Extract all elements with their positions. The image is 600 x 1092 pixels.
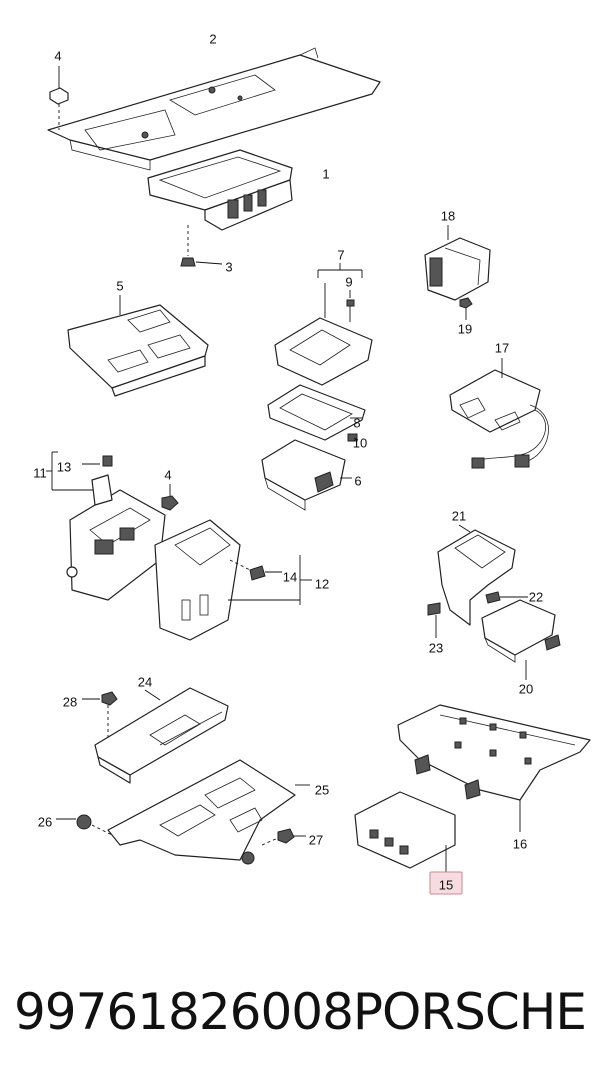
part-17-module-with-harness xyxy=(449,358,549,469)
part-24-control-unit xyxy=(94,687,229,784)
callout-c25: 25 xyxy=(315,782,329,797)
part-20-sensor-unit xyxy=(481,599,561,680)
callout-15-highlight xyxy=(429,871,463,895)
part-18-connector-unit xyxy=(424,225,491,301)
callout-c7: 7 xyxy=(337,247,344,262)
part-23-clip xyxy=(427,602,441,638)
callout-c17: 17 xyxy=(495,340,509,355)
group-7-bracket xyxy=(317,263,363,278)
part-9-screw xyxy=(346,290,355,322)
callout-c9: 9 xyxy=(345,274,352,289)
part-28-nut xyxy=(82,691,118,755)
callout-c1: 1 xyxy=(322,166,329,181)
part-4-nut-top xyxy=(49,66,69,130)
part-13-clip xyxy=(102,455,113,467)
callout-c21: 21 xyxy=(452,508,466,523)
group-11-bracket xyxy=(46,451,100,491)
callout-c5: 5 xyxy=(116,278,123,293)
part-7-cover xyxy=(274,283,373,386)
callout-c20: 20 xyxy=(519,681,533,696)
exploded-parts-diagram: 1234456789101112131415161718192021222324… xyxy=(33,31,591,895)
part-8-gasket xyxy=(267,384,366,441)
part-6-control-unit xyxy=(261,439,352,511)
callout-c14: 14 xyxy=(283,569,297,584)
callout-c16: 16 xyxy=(513,836,527,851)
callout-c24: 24 xyxy=(138,674,152,689)
part-19-nut xyxy=(459,297,473,320)
part-16-mounting-plate xyxy=(397,704,591,832)
callout-c8: 8 xyxy=(353,415,360,430)
callout-c2: 2 xyxy=(209,31,216,46)
part-1-control-unit xyxy=(147,149,293,231)
brand-name: PORSCHE xyxy=(352,983,587,1041)
part-11-housing xyxy=(66,474,166,601)
callout-c26: 26 xyxy=(38,814,52,829)
callout-c4a: 4 xyxy=(54,48,61,63)
callout-c13: 13 xyxy=(57,459,71,474)
callout-c28: 28 xyxy=(63,694,77,709)
callout-c15: 15 xyxy=(439,877,453,892)
part-15-control-unit xyxy=(354,791,456,872)
callout-c12: 12 xyxy=(315,576,329,591)
callout-c11: 11 xyxy=(33,465,47,480)
part-number: 99761826008 xyxy=(14,983,354,1041)
callout-c6: 6 xyxy=(354,473,361,488)
callout-c22: 22 xyxy=(529,589,543,604)
part-2-mounting-tray xyxy=(47,47,381,171)
callout-c27: 27 xyxy=(309,832,323,847)
callout-c19: 19 xyxy=(458,321,472,336)
callout-c18: 18 xyxy=(441,208,455,223)
part-21-bracket xyxy=(437,524,516,626)
part-5-module xyxy=(67,295,209,397)
part-12-cover xyxy=(154,519,312,641)
footer: 99761826008 PORSCHE xyxy=(0,982,600,1052)
part-10-clip xyxy=(347,433,359,442)
callout-c4b: 4 xyxy=(164,467,171,482)
part-14-screw xyxy=(229,559,282,581)
callout-c23: 23 xyxy=(429,640,443,655)
part-4-nut-mid xyxy=(161,484,179,511)
callout-c3: 3 xyxy=(225,259,232,274)
callout-c10: 10 xyxy=(353,435,367,450)
callout-labels: 1234456789101112131415161718192021222324… xyxy=(33,31,543,892)
part-22-screw xyxy=(485,591,528,604)
part-3-screw xyxy=(180,225,223,267)
part-25-bracket xyxy=(107,759,310,865)
part-26-grommet xyxy=(56,814,113,836)
part-27-nut xyxy=(261,828,306,846)
